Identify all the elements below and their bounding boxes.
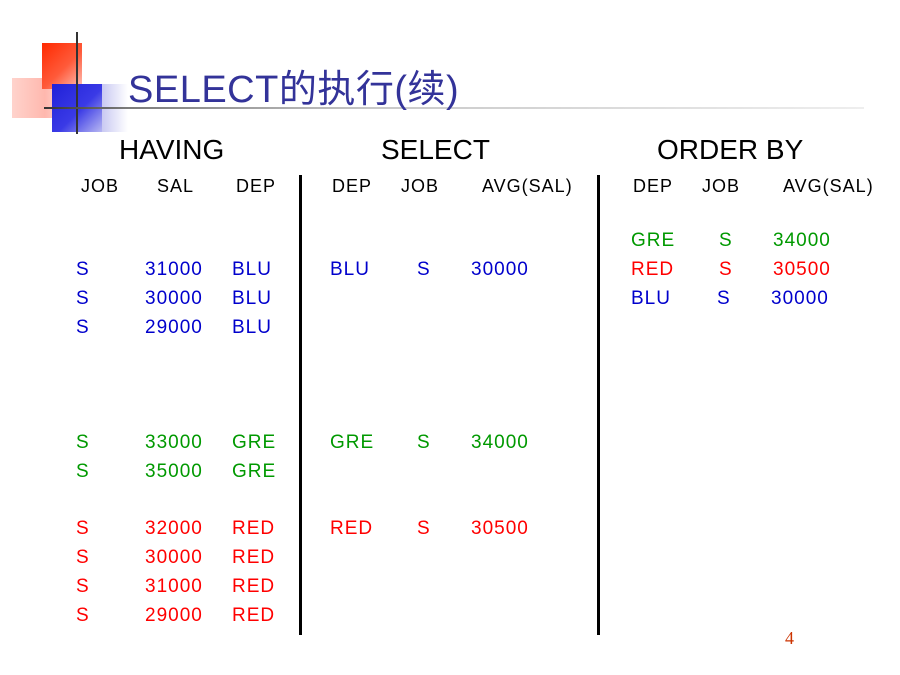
having-col-dep: DEP — [236, 176, 277, 196]
select-col-dep: DEP — [332, 176, 373, 196]
section-select-heading: SELECT — [381, 134, 490, 165]
select-dep: BLU — [330, 259, 370, 280]
having-job: S — [76, 432, 90, 453]
select-dep: RED — [330, 518, 374, 539]
order-avg: 34000 — [773, 230, 831, 251]
order-avg: 30500 — [773, 259, 831, 280]
having-job: S — [76, 518, 90, 539]
having-job: S — [76, 461, 90, 482]
decor-vertical-line — [76, 32, 78, 134]
having-dep: BLU — [232, 259, 272, 280]
page-number: 4 — [785, 628, 794, 648]
order-dep: RED — [631, 259, 675, 280]
having-dep: RED — [232, 576, 276, 597]
order-col-dep: DEP — [633, 176, 674, 196]
select-avg: 30000 — [471, 259, 529, 280]
order-job: S — [717, 288, 731, 309]
having-sal: 33000 — [145, 432, 203, 453]
having-job: S — [76, 576, 90, 597]
select-job: S — [417, 518, 431, 539]
having-dep: RED — [232, 518, 276, 539]
select-job: S — [417, 432, 431, 453]
having-col-job: JOB — [81, 176, 120, 196]
order-col-job: JOB — [702, 176, 741, 196]
order-avg: 30000 — [771, 288, 829, 309]
order-job: S — [719, 259, 733, 280]
select-job: S — [417, 259, 431, 280]
having-dep: RED — [232, 547, 276, 568]
having-sal: 30000 — [145, 288, 203, 309]
select-avg: 30500 — [471, 518, 529, 539]
having-dep: GRE — [232, 461, 277, 482]
decor-red-square — [42, 43, 82, 89]
having-sal: 31000 — [145, 259, 203, 280]
section-order-by-heading: ORDER BY — [657, 134, 804, 165]
having-dep: BLU — [232, 317, 272, 338]
having-job: S — [76, 317, 90, 338]
having-job: S — [76, 259, 90, 280]
having-job: S — [76, 288, 90, 309]
having-sal: 29000 — [145, 317, 203, 338]
having-sal: 29000 — [145, 605, 203, 626]
order-col-avg: AVG(SAL) — [783, 176, 874, 196]
order-job: S — [719, 230, 733, 251]
having-dep: GRE — [232, 432, 277, 453]
divider-right — [597, 175, 600, 635]
having-job: S — [76, 547, 90, 568]
section-having-heading: HAVING — [119, 134, 225, 165]
having-sal: 35000 — [145, 461, 203, 482]
having-dep: BLU — [232, 288, 272, 309]
select-dep: GRE — [330, 432, 375, 453]
select-avg: 34000 — [471, 432, 529, 453]
having-sal: 31000 — [145, 576, 203, 597]
having-dep: RED — [232, 605, 276, 626]
order-dep: GRE — [631, 230, 676, 251]
having-col-sal: SAL — [157, 176, 195, 196]
having-job: S — [76, 605, 90, 626]
select-col-avg: AVG(SAL) — [482, 176, 573, 196]
select-col-job: JOB — [401, 176, 440, 196]
slide-title: SELECT的执行(续) — [128, 69, 460, 111]
having-sal: 32000 — [145, 518, 203, 539]
having-sal: 30000 — [145, 547, 203, 568]
divider-left — [299, 175, 302, 635]
title-underline — [44, 107, 864, 109]
order-dep: BLU — [631, 288, 671, 309]
